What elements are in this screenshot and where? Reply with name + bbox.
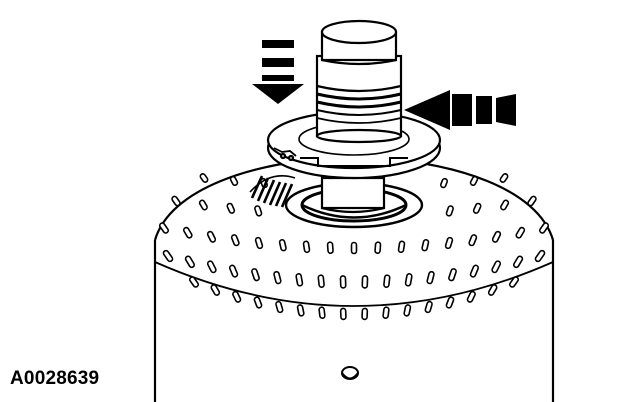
- dome-slot: [499, 173, 509, 183]
- dome-slot: [171, 195, 181, 207]
- dome-slot: [278, 238, 287, 252]
- dome-slot: [275, 300, 284, 314]
- dome-slot: [534, 249, 546, 263]
- dome-slot: [251, 268, 260, 282]
- shaft-lower: [320, 176, 386, 214]
- dome-slot: [487, 284, 498, 296]
- dome-slot: [469, 175, 479, 186]
- dome-slot: [232, 290, 242, 303]
- dome-slot: [466, 290, 476, 303]
- dome-slot: [374, 241, 382, 254]
- dome-slot: [403, 304, 412, 317]
- dome-slot: [468, 234, 478, 247]
- dome-slot: [162, 249, 174, 263]
- dome-slot: [538, 222, 550, 234]
- dome-slot: [206, 230, 217, 243]
- dome-slot: [513, 255, 524, 269]
- bottom-pin: [341, 366, 359, 380]
- dome-slot: [404, 273, 413, 287]
- dome-slot: [158, 222, 170, 234]
- dome-slot: [317, 274, 325, 288]
- dome-slot: [326, 241, 334, 254]
- dome-slot: [296, 304, 305, 317]
- dome-slot: [182, 226, 193, 239]
- dome-slot: [426, 270, 435, 285]
- dome-slot: [339, 307, 347, 321]
- figure-reference-id: A0028639: [10, 368, 100, 389]
- dome-slot: [350, 241, 358, 255]
- dome-slot: [302, 240, 311, 254]
- dome-slot: [424, 300, 433, 314]
- drum-rim-edge: [154, 261, 554, 307]
- dome-slot: [228, 264, 239, 278]
- dome-slot: [448, 268, 457, 282]
- dome-slot: [199, 173, 209, 183]
- dome-slot: [339, 275, 347, 289]
- dome-slot: [491, 260, 502, 274]
- dome-slot: [253, 296, 263, 309]
- dome-slot: [469, 264, 480, 278]
- dome-slot: [226, 202, 236, 214]
- dome-slot: [445, 296, 455, 309]
- dome-slot: [188, 276, 200, 288]
- dome-slot: [198, 199, 208, 211]
- shaft-upper: [315, 54, 403, 144]
- dome-slot: [361, 275, 369, 289]
- dome-slot: [397, 240, 406, 254]
- dome-slot: [445, 205, 454, 217]
- dome-slot: [295, 273, 304, 287]
- dome-slot: [439, 177, 449, 189]
- dome-slot: [421, 238, 430, 252]
- drum-body: [153, 240, 555, 402]
- dome-slot: [273, 270, 282, 285]
- dome-slot: [254, 205, 263, 217]
- dome-slot: [444, 236, 454, 250]
- dome-slot: [382, 306, 390, 319]
- shaft-top-cap: [320, 19, 398, 66]
- dome-slot: [527, 195, 537, 207]
- left-pointing-dashed-arrow-icon: [404, 90, 516, 130]
- dome-slot: [318, 306, 326, 319]
- dome-slot: [184, 255, 195, 269]
- dome-slot: [230, 234, 240, 247]
- dome-slot: [254, 236, 264, 250]
- dome-slot: [206, 260, 217, 274]
- dome-slot: [210, 284, 221, 296]
- dome-slot: [508, 276, 520, 288]
- dome-slot: [229, 175, 239, 186]
- downward-dashed-arrow-icon: [252, 40, 304, 104]
- dome-slot: [361, 307, 369, 321]
- dome-slot: [472, 202, 482, 214]
- dome-slot: [515, 226, 526, 239]
- return-spring: [249, 175, 296, 208]
- dome-slot: [383, 274, 391, 288]
- dome-slot: [491, 230, 502, 243]
- dome-slot-pattern: [158, 173, 550, 321]
- dome-slot: [500, 199, 510, 211]
